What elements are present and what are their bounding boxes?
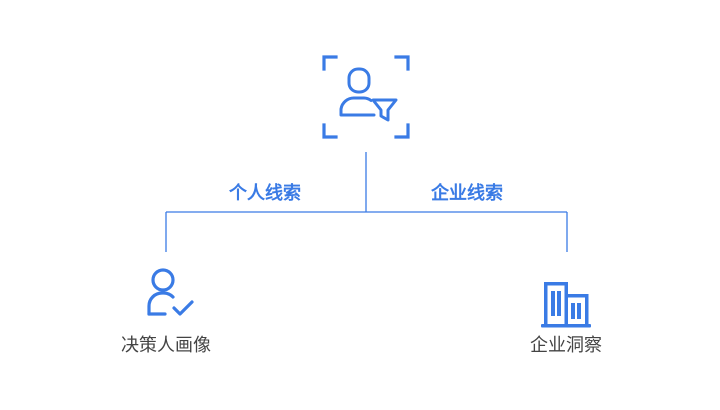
- branch-label-personal: 个人线索: [229, 183, 301, 204]
- user-check-icon: [143, 266, 199, 322]
- user-filter-icon: [318, 52, 414, 142]
- building-icon: [538, 278, 594, 328]
- node-label-decision-maker: 决策人画像: [121, 335, 211, 356]
- branch-label-enterprise: 企业线索: [431, 183, 503, 204]
- node-label-enterprise-insight: 企业洞察: [530, 335, 602, 356]
